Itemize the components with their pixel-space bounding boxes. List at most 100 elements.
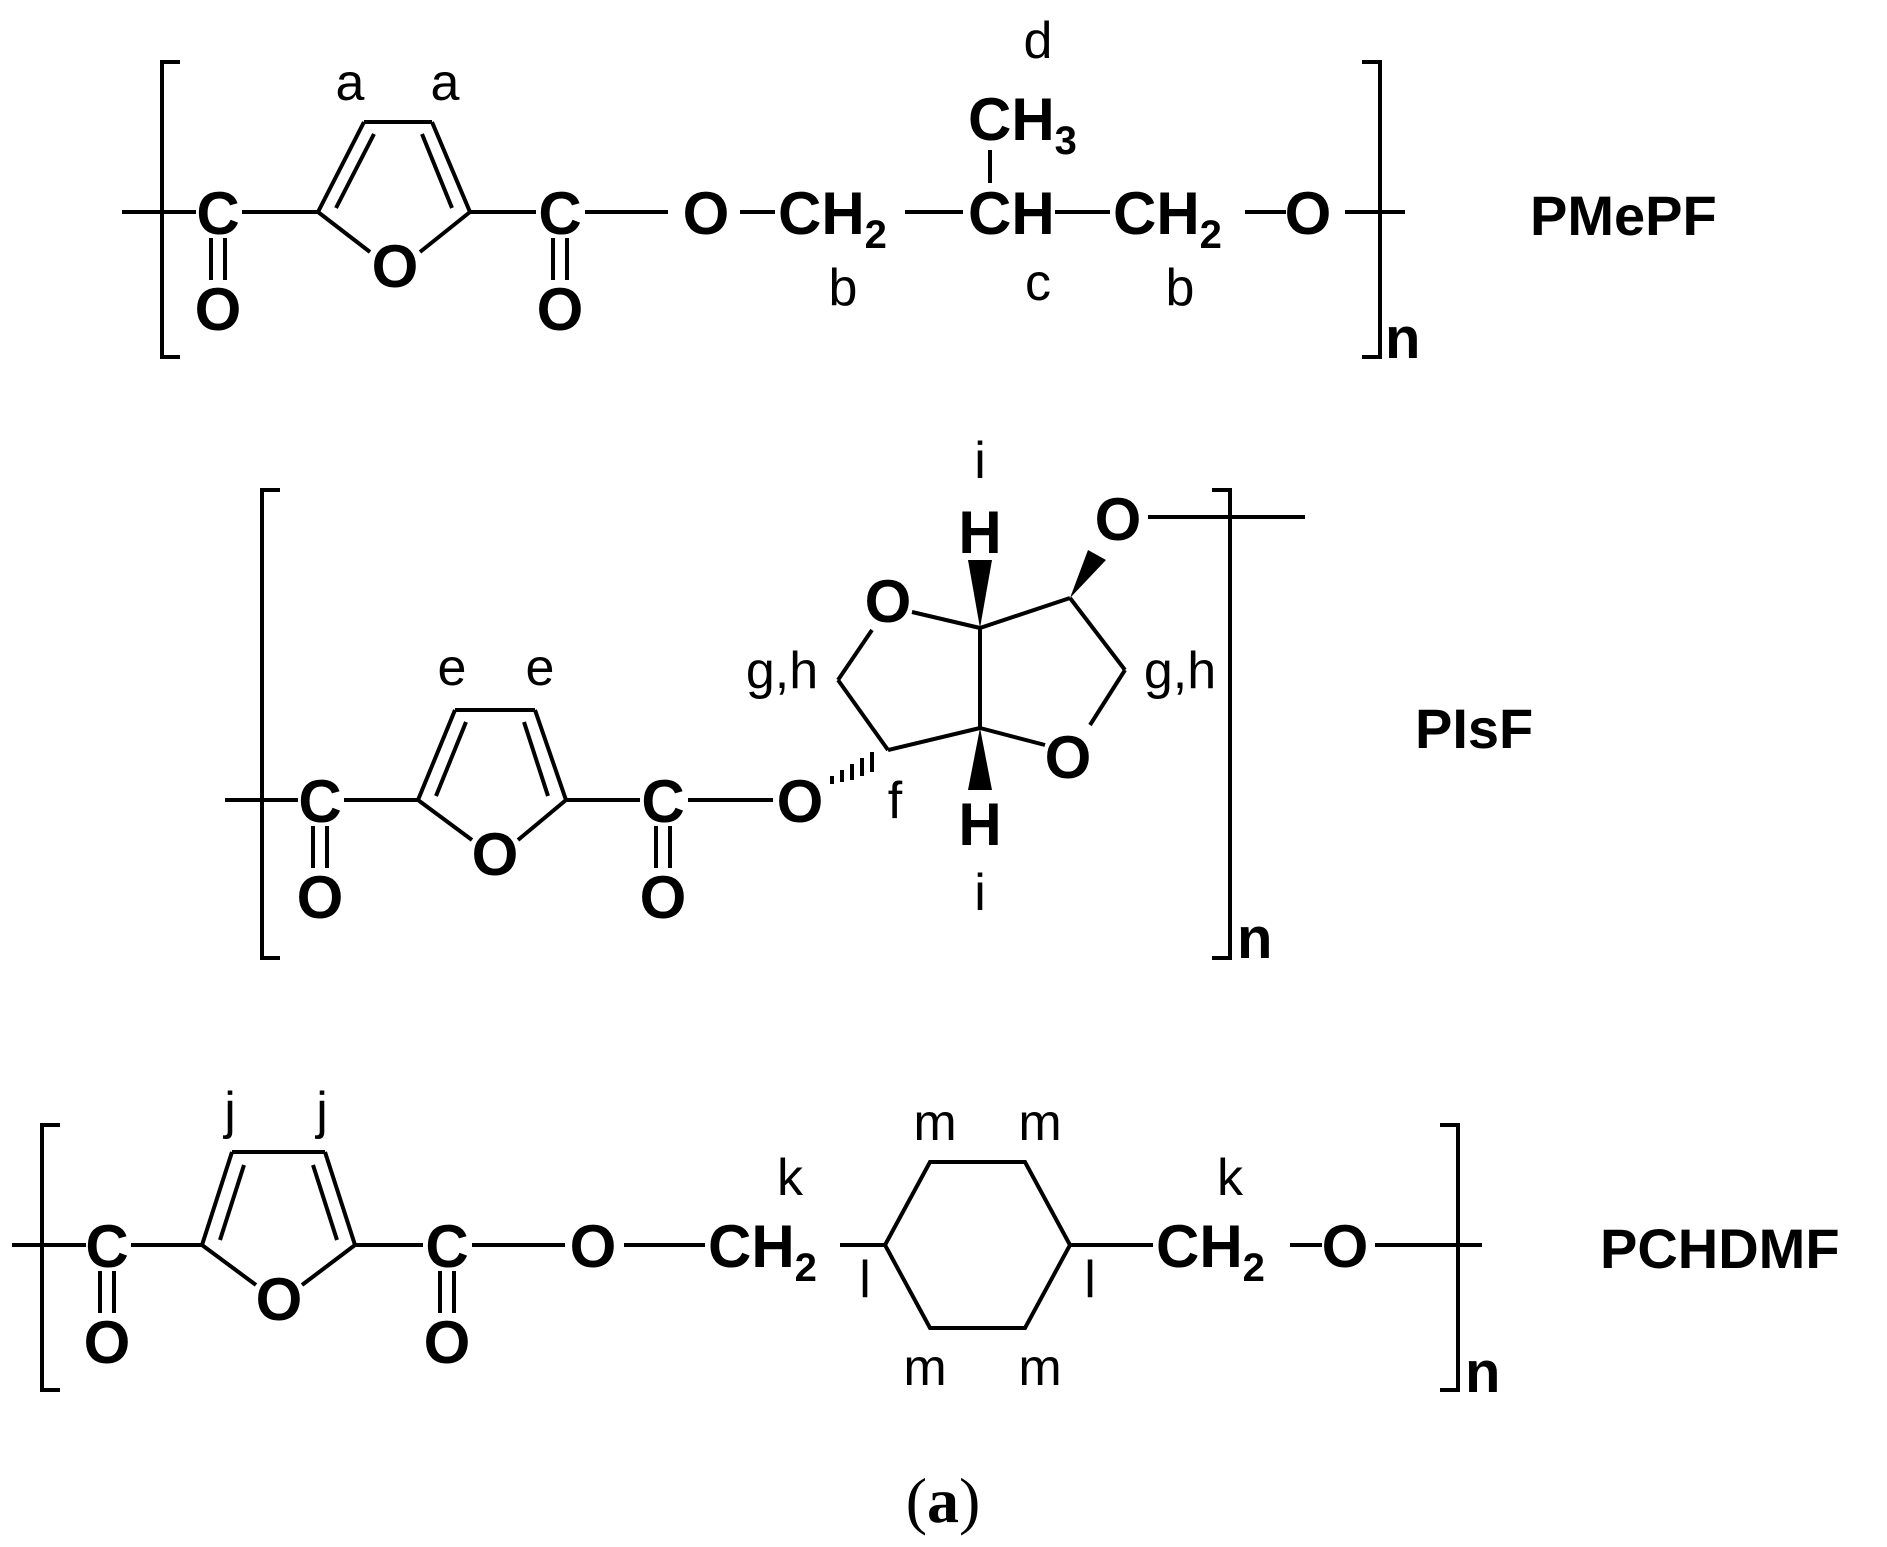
pmepf-ch2-left: CH2 bbox=[778, 180, 887, 257]
pisf-bicycle-bond-f-ch2 bbox=[836, 678, 890, 752]
pchdmf-carbonyl-oxygen-2: O bbox=[424, 1309, 471, 1376]
pisf-bicycle-bond-ch2-o bbox=[1088, 668, 1127, 727]
pisf-ring-bond-1 bbox=[416, 709, 457, 801]
pisf-label-i-bottom: i bbox=[974, 864, 986, 922]
pchdmf-ring-bond-4 bbox=[200, 1243, 258, 1287]
pisf-hydrogen-top: H bbox=[958, 499, 1001, 566]
pisf-label-gh-right: g,h bbox=[1144, 642, 1216, 700]
pisf-ring-bond-4 bbox=[416, 798, 474, 842]
pchdmf-label-j-right: j bbox=[314, 1082, 328, 1140]
pmepf-methyl: CH3 bbox=[968, 86, 1077, 163]
pisf-bicycle-bond-o-c1 bbox=[911, 610, 981, 630]
pchdmf-ring-oxygen: O bbox=[256, 1266, 303, 1333]
pmepf-left-bracket bbox=[160, 60, 180, 359]
pchdmf-label-m-bottom-right: m bbox=[1018, 1339, 1061, 1397]
pchdmf-label-m-bottom-left: m bbox=[903, 1339, 946, 1397]
pisf-label-f: f bbox=[888, 772, 903, 830]
pmepf-ring-oxygen: O bbox=[372, 233, 419, 300]
figure-caption: (a) bbox=[906, 1465, 981, 1536]
pisf-ring-bond-5 bbox=[516, 798, 568, 842]
pisf-ether-oxygen: O bbox=[1095, 486, 1142, 553]
pchdmf-ester-oxygen-2: O bbox=[1322, 1213, 1369, 1280]
pmepf-label-a-right: a bbox=[431, 54, 460, 112]
pmepf-ch: CH bbox=[968, 180, 1055, 247]
pisf-bicycle-bond-o-c2 bbox=[979, 726, 1046, 747]
pisf-ester-oxygen-1: O bbox=[777, 768, 824, 835]
pisf-carbonyl-oxygen-2: O bbox=[640, 864, 687, 931]
pisf-carbon-2: C bbox=[641, 768, 684, 835]
pchdmf-carbon-2: C bbox=[425, 1213, 468, 1280]
pchdmf-label-k-left: k bbox=[777, 1149, 804, 1207]
pchdmf-ch2-left: CH2 bbox=[708, 1213, 817, 1290]
pisf-ring-bond-3 bbox=[533, 709, 568, 801]
pchdmf-ring-bond-3 bbox=[323, 1151, 357, 1246]
pmepf-right-bracket bbox=[1362, 60, 1382, 359]
pmepf-ring-bond-5 bbox=[418, 210, 472, 254]
pisf-bicycle-bond-c1-c3 bbox=[979, 596, 1071, 630]
pchdmf-label-j-left: j bbox=[222, 1082, 236, 1140]
pisf-hydrogen-bottom: H bbox=[958, 791, 1001, 858]
pisf-left-bracket bbox=[260, 488, 280, 960]
pmepf-label-b-right: b bbox=[1166, 259, 1195, 317]
pchdmf-carbon-1: C bbox=[85, 1213, 128, 1280]
pmepf-label-a-left: a bbox=[336, 54, 365, 112]
pchdmf-structure: C O O j j C O O CH2 k m m m m l bbox=[12, 1082, 1840, 1405]
pisf-right-bracket bbox=[1212, 488, 1232, 960]
pmepf-name: PMePF bbox=[1530, 184, 1717, 247]
pchdmf-carbonyl-oxygen-1: O bbox=[84, 1309, 131, 1376]
pmepf-carbon-1: C bbox=[196, 180, 239, 247]
pchdmf-label-l-right: l bbox=[1084, 1251, 1096, 1309]
pisf-repeat-index: n bbox=[1237, 906, 1272, 971]
pmepf-ring-double-1 bbox=[334, 133, 376, 209]
pisf-ring-oxygen: O bbox=[472, 821, 519, 888]
pchdmf-ring-double-2 bbox=[311, 1164, 339, 1241]
pchdmf-cyclohexane bbox=[882, 1160, 1073, 1330]
pisf-bicycle-bond-f-c2 bbox=[887, 726, 981, 752]
pchdmf-label-k-right: k bbox=[1217, 1149, 1244, 1207]
pmepf-carbonyl-oxygen-2: O bbox=[537, 276, 584, 343]
pchdmf-left-bracket bbox=[40, 1123, 60, 1392]
pisf-hashed-wedge bbox=[830, 752, 874, 784]
pisf-carbon-1: C bbox=[298, 768, 341, 835]
pisf-name: PIsF bbox=[1415, 697, 1533, 760]
pisf-label-i-top: i bbox=[974, 432, 986, 490]
pisf-bicycle-bond-c3-ch2 bbox=[1068, 596, 1127, 672]
pisf-ring-double-2 bbox=[522, 721, 550, 797]
pmepf-ring-bond-4 bbox=[316, 210, 372, 254]
pmepf-label-d: d bbox=[1024, 12, 1053, 70]
pmepf-ring-double-2 bbox=[420, 133, 454, 209]
pisf-label-e-left: e bbox=[438, 639, 467, 697]
pisf-ring-double-1 bbox=[434, 721, 468, 797]
pchdmf-right-bracket bbox=[1440, 1123, 1460, 1392]
pisf-wedge-h-top bbox=[968, 560, 992, 628]
pisf-wedge-h-bottom bbox=[968, 728, 992, 790]
pisf-bicycle-oxygen-bottom: O bbox=[1045, 724, 1092, 791]
pmepf-ch2-right: CH2 bbox=[1113, 180, 1222, 257]
pchdmf-repeat-index: n bbox=[1465, 1340, 1500, 1405]
pmepf-ring-bond-1 bbox=[316, 121, 366, 213]
pchdmf-ester-oxygen-1: O bbox=[570, 1213, 617, 1280]
pchdmf-ring-bond-1 bbox=[200, 1151, 234, 1246]
pchdmf-ring-double-1 bbox=[218, 1164, 246, 1241]
pmepf-label-c: c bbox=[1025, 254, 1051, 312]
pisf-wedge-o-top bbox=[1070, 550, 1106, 598]
pchdmf-ring-bond-5 bbox=[300, 1243, 357, 1287]
pmepf-repeat-index: n bbox=[1385, 306, 1420, 371]
pmepf-carbonyl-oxygen-1: O bbox=[195, 276, 242, 343]
pisf-bicycle-oxygen-top: O bbox=[865, 568, 912, 635]
pmepf-ring-bond-3 bbox=[430, 121, 472, 213]
pisf-carbonyl-oxygen-1: O bbox=[297, 864, 344, 931]
pisf-label-gh-left: g,h bbox=[746, 642, 818, 700]
pchdmf-label-m-top-left: m bbox=[913, 1094, 956, 1152]
pmepf-carbon-2: C bbox=[538, 180, 581, 247]
pisf-bicycle-bond-ch2-o bbox=[836, 628, 874, 682]
pchdmf-label-m-top-right: m bbox=[1018, 1094, 1061, 1152]
pchdmf-ch2-right: CH2 bbox=[1156, 1213, 1265, 1290]
pisf-structure: C O O e e C O O f bbox=[225, 432, 1533, 971]
pchdmf-label-l-left: l bbox=[859, 1251, 871, 1309]
pmepf-label-b-left: b bbox=[829, 259, 858, 317]
pmepf-ester-oxygen-2: O bbox=[1285, 180, 1332, 247]
pchdmf-name: PCHDMF bbox=[1600, 1217, 1840, 1280]
pisf-label-e-right: e bbox=[526, 639, 555, 697]
